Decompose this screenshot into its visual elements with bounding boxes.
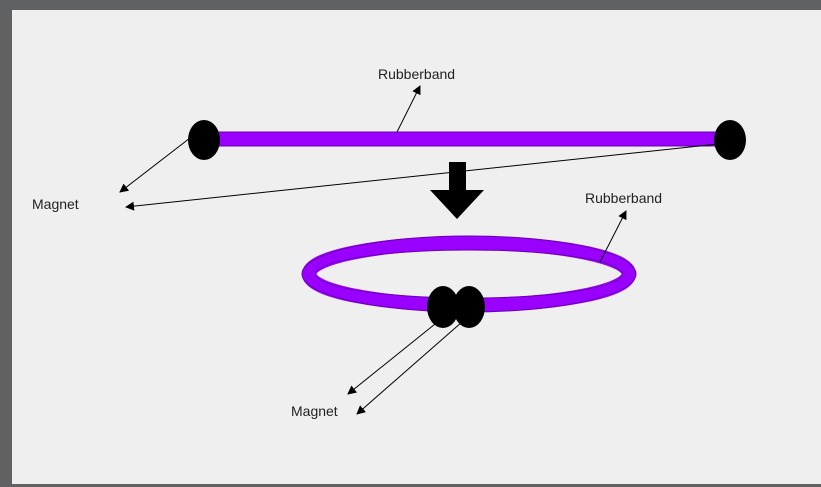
rubberband-ring-label: Rubberband xyxy=(585,190,662,206)
down-arrow-icon xyxy=(430,162,484,219)
magnet-joined-right xyxy=(453,286,485,328)
magnet-top-leader-right xyxy=(125,143,719,211)
rubberband-ring-leader xyxy=(599,210,627,263)
magnet-left xyxy=(188,120,220,160)
rubberband-straight xyxy=(202,131,732,147)
magnet-right xyxy=(714,120,746,160)
magnet-bottom-label: Magnet xyxy=(291,403,338,419)
magnet-top-leader-left xyxy=(119,137,191,193)
magnet-joined-left xyxy=(427,286,459,328)
magnet-bottom-leader-left xyxy=(347,319,441,395)
rubberband-top-leader xyxy=(396,85,421,133)
rubberband-top-label: Rubberband xyxy=(378,66,455,82)
magnet-top-label: Magnet xyxy=(32,196,79,212)
magnet-bottom-leader-right xyxy=(356,321,463,415)
